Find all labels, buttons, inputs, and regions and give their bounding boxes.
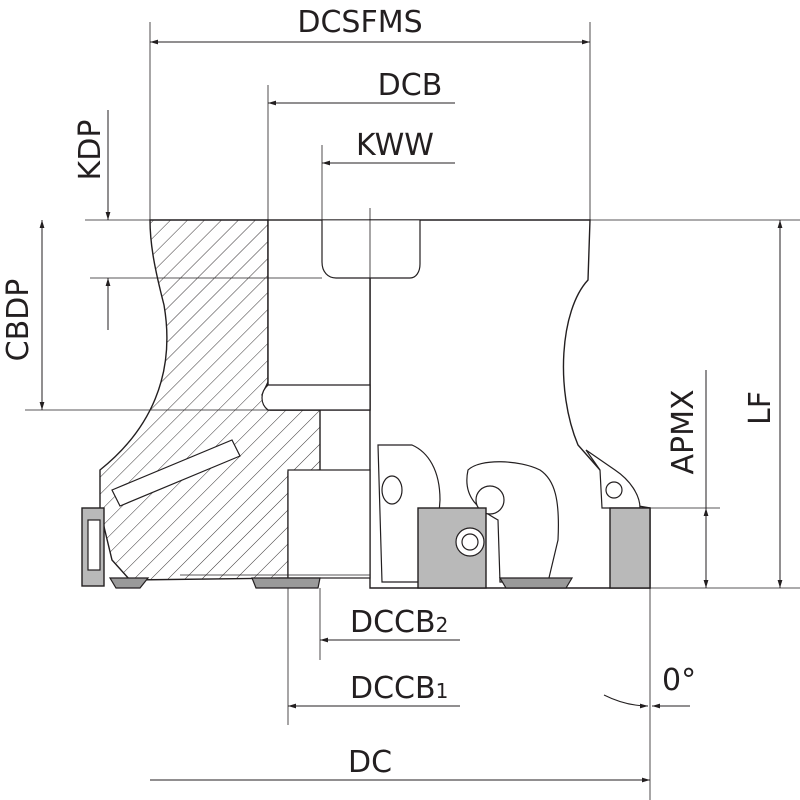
insert-left-screw xyxy=(87,519,101,571)
dccb1-label-main: DCCB xyxy=(350,671,436,706)
dcsfms-label: DCSFMS xyxy=(297,5,422,40)
apmx-label: APMX xyxy=(666,389,701,474)
dccb2-label-subscript: 2 xyxy=(436,613,449,637)
bore-step xyxy=(261,384,371,411)
cbdp-label: CBDP xyxy=(1,279,36,362)
dccb1-label: DCCB1 xyxy=(350,671,448,706)
angle-arc xyxy=(603,694,649,709)
kww-label: KWW xyxy=(356,128,434,163)
dcb-label: DCB xyxy=(378,68,443,103)
dc-label: DC xyxy=(348,745,392,780)
insert-center-screw-head xyxy=(461,533,479,551)
screw-hole-3 xyxy=(605,481,623,499)
screw-hole-1 xyxy=(381,475,403,505)
clamp-wedge-left xyxy=(111,439,241,507)
insert-right xyxy=(609,507,651,589)
dccb1-label-subscript: 1 xyxy=(436,679,449,703)
insert-bottom-1 xyxy=(108,577,150,589)
screw-hole-2 xyxy=(475,485,505,515)
dccb2-label-main: DCCB xyxy=(350,605,436,640)
lf-label: LF xyxy=(743,391,778,425)
dccb2-label: DCCB2 xyxy=(350,605,448,640)
insert-bottom-3 xyxy=(498,577,574,589)
keyway xyxy=(321,220,421,279)
coolant-pocket xyxy=(287,469,371,579)
angle-label: 0° xyxy=(662,663,696,698)
kdp-label: KDP xyxy=(73,120,108,181)
insert-bottom-2 xyxy=(251,577,321,589)
